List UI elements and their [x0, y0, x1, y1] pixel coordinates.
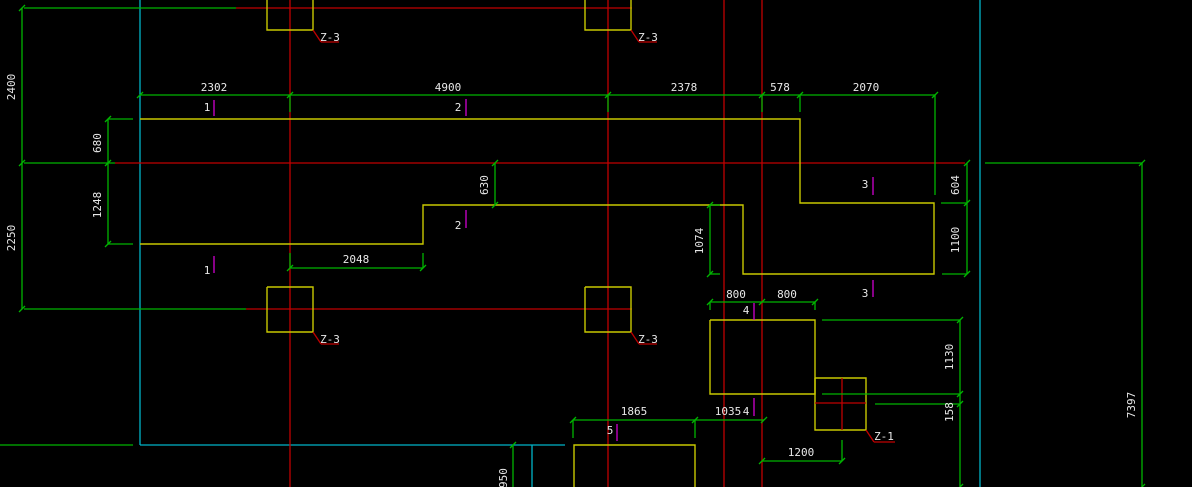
column-tag-z3: Z-3: [638, 333, 658, 346]
dimension-tick[interactable]: [760, 416, 768, 424]
section-label: 1: [204, 264, 211, 277]
column-tag-z3: Z-3: [638, 31, 658, 44]
dimension-tick[interactable]: [956, 316, 964, 324]
dim-1865: 1865: [621, 405, 648, 418]
dimension-tick[interactable]: [956, 390, 964, 398]
section-label: 5: [607, 424, 614, 437]
dim-2048: 2048: [343, 253, 370, 266]
dim-2302: 2302: [201, 81, 228, 94]
dimension-tick[interactable]: [136, 91, 144, 99]
dim-158: 158: [943, 402, 956, 422]
section-label: 3: [862, 178, 869, 191]
dimension-tick[interactable]: [1138, 159, 1146, 167]
dim-2400: 2400: [5, 74, 18, 101]
section-label: 3: [862, 287, 869, 300]
dimension-tick[interactable]: [963, 159, 971, 167]
dim-7397: 7397: [1125, 392, 1138, 419]
dimension-tick[interactable]: [758, 457, 766, 465]
leader-line[interactable]: [312, 331, 322, 345]
leader-line[interactable]: [630, 29, 640, 43]
dimension-tick[interactable]: [758, 298, 766, 306]
dimension-tick[interactable]: [957, 483, 964, 487]
dimension-tick[interactable]: [18, 159, 26, 167]
dim-630: 630: [478, 175, 491, 195]
dim-800: 800: [777, 288, 797, 301]
dim-1248: 1248: [91, 192, 104, 219]
dim-578: 578: [770, 81, 790, 94]
column-tag-z3: Z-3: [320, 31, 340, 44]
dim-1074: 1074: [693, 227, 706, 254]
dim-2378: 2378: [671, 81, 698, 94]
section-label: 2: [455, 101, 462, 114]
dimension-tick[interactable]: [509, 441, 517, 449]
dim-1100: 1100: [949, 227, 962, 254]
section-label: 4: [743, 405, 750, 418]
column-tag-z3: Z-3: [320, 333, 340, 346]
dimension-tick[interactable]: [956, 400, 964, 408]
leader-line[interactable]: [630, 331, 640, 345]
dim-1035: 1035: [715, 405, 742, 418]
dim-604: 604: [949, 175, 962, 195]
dim-950: 950: [497, 468, 510, 487]
footing-outline[interactable]: [573, 444, 696, 487]
dimension-tick[interactable]: [104, 159, 112, 167]
dim-2250: 2250: [5, 225, 18, 252]
dimension-tick[interactable]: [18, 305, 26, 313]
leader-line[interactable]: [312, 29, 322, 43]
slab-outline[interactable]: [140, 118, 935, 275]
dimension-tick[interactable]: [18, 4, 26, 12]
section-label: 4: [743, 304, 750, 317]
dimension-tick[interactable]: [491, 201, 499, 209]
section-label: 2: [455, 219, 462, 232]
section-label: 1: [204, 101, 211, 114]
dim-2070: 2070: [853, 81, 880, 94]
dimension-tick[interactable]: [491, 159, 499, 167]
column-z1[interactable]: [814, 377, 867, 431]
dim-1200: 1200: [788, 446, 815, 459]
column-tag-z1: Z-1: [874, 430, 894, 443]
dimension-tick[interactable]: [1139, 483, 1146, 487]
dim-1130: 1130: [943, 344, 956, 371]
leader-line[interactable]: [865, 429, 875, 443]
dim-680: 680: [91, 133, 104, 153]
dim-4900: 4900: [435, 81, 462, 94]
dim-800: 800: [726, 288, 746, 301]
